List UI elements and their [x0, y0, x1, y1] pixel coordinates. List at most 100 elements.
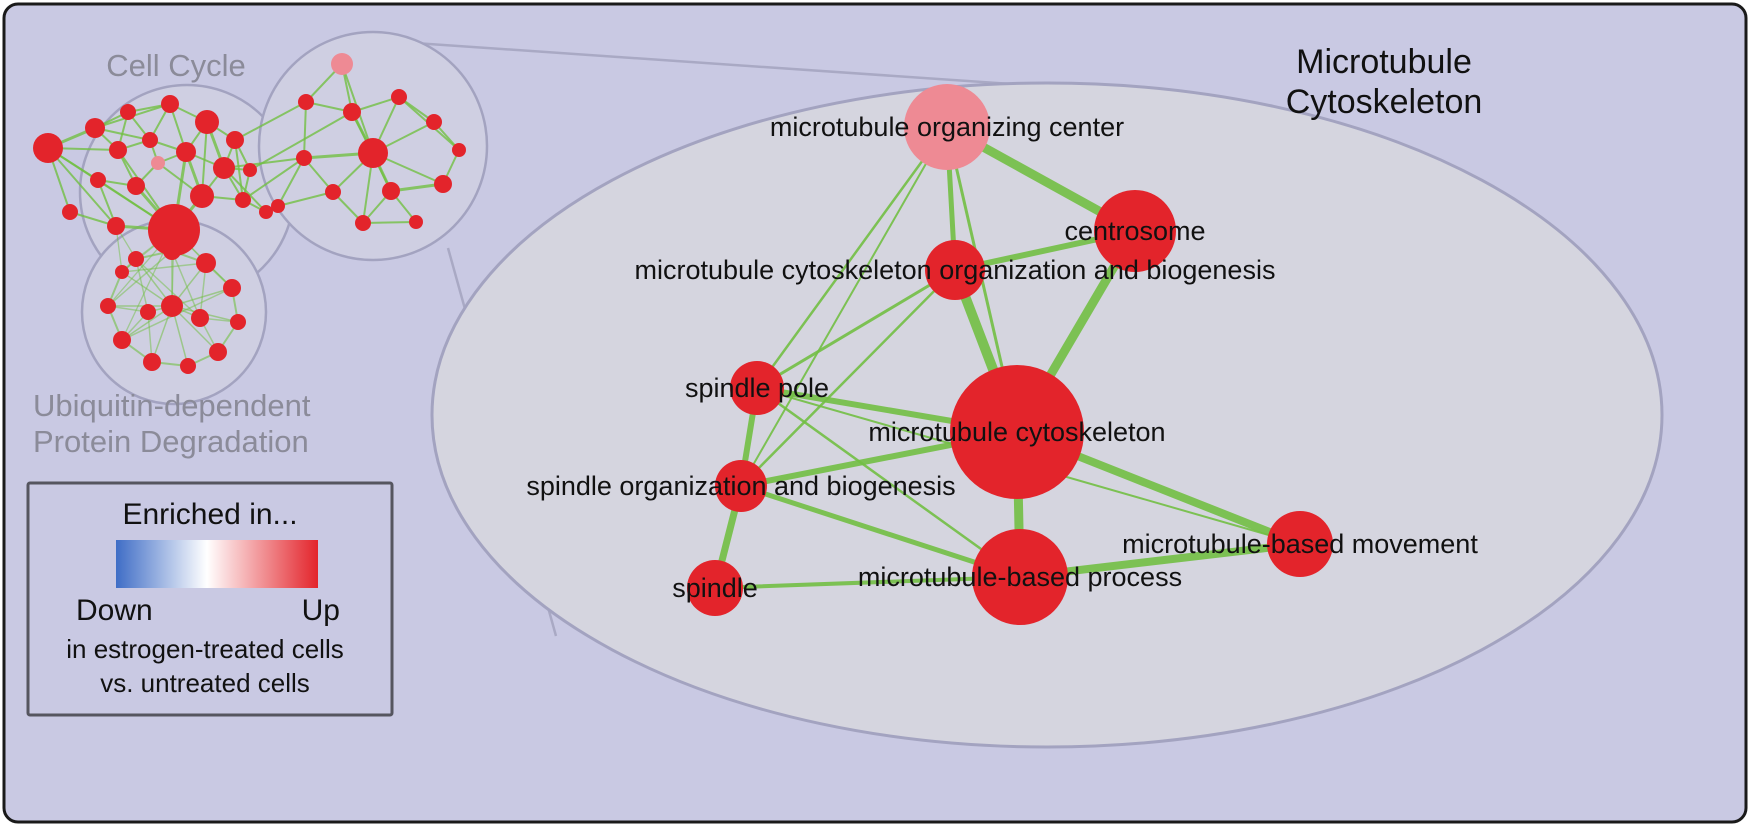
network-node	[113, 331, 131, 349]
main-network-labels: microtubule organizing center centrosome m…	[526, 112, 1478, 603]
network-node	[148, 204, 200, 256]
network-node	[391, 89, 407, 105]
network-node	[296, 150, 312, 166]
network-node	[100, 298, 116, 314]
network-node	[331, 53, 353, 75]
network-edge	[713, 575, 1022, 590]
network-node	[223, 279, 241, 297]
network-node	[195, 110, 219, 134]
network-node	[142, 132, 158, 148]
network-edge	[135, 258, 149, 313]
network-node	[259, 205, 273, 219]
network-node	[355, 215, 371, 231]
network-node	[904, 84, 990, 170]
network-node	[151, 156, 165, 170]
network-node	[434, 175, 452, 193]
network-node	[176, 142, 196, 162]
network-node	[409, 215, 423, 229]
network-edge	[303, 101, 307, 159]
network-node-label: centrosome	[1064, 216, 1205, 246]
network-node	[191, 309, 209, 327]
network-node	[972, 529, 1068, 625]
network-edge	[277, 191, 334, 207]
network-node	[230, 314, 246, 330]
network-node	[33, 133, 63, 163]
network-edge	[277, 157, 305, 207]
network-node-label: microtubule cytoskeleton	[868, 417, 1165, 447]
network-node-label: spindle	[672, 573, 758, 603]
network-edge	[121, 262, 207, 273]
network-node	[128, 251, 144, 267]
network-node	[1094, 190, 1176, 272]
network-edge	[362, 221, 417, 224]
network-node	[730, 361, 784, 415]
main-network-nodes	[687, 84, 1333, 625]
legend-up-label: Up	[302, 594, 340, 627]
network-node	[925, 240, 985, 300]
network-node	[115, 265, 129, 279]
network-node	[271, 199, 285, 213]
network-node-label: spindle pole	[685, 373, 829, 403]
network-node	[325, 184, 341, 200]
network-node	[343, 103, 361, 121]
network-node	[161, 95, 179, 113]
network-node	[426, 114, 442, 130]
network-node	[120, 104, 136, 120]
network-node	[235, 192, 251, 208]
network-node	[1267, 511, 1333, 577]
network-edge	[234, 101, 307, 141]
network-node	[140, 304, 156, 320]
ubiquitin-label-line2: Protein Degradation	[33, 424, 309, 459]
network-node	[180, 358, 196, 374]
network-edge	[47, 147, 117, 227]
network-node	[161, 295, 183, 317]
network-node	[452, 143, 466, 157]
network-node-label: spindle organization and biogenesis	[526, 471, 955, 501]
network-node	[127, 177, 145, 195]
network-edge	[242, 157, 305, 201]
network-node	[196, 253, 216, 273]
network-node	[382, 182, 400, 200]
legend-caption-line2: vs. untreated cells	[100, 668, 310, 698]
legend-title: Enriched in...	[122, 498, 297, 531]
legend-gradient-bar	[116, 540, 318, 588]
ubiquitin-label-line1: Ubiquitin-dependent	[33, 388, 311, 423]
legend: Enriched in... Down Up in estrogen-treat…	[26, 481, 394, 717]
network-node	[950, 365, 1084, 499]
network-edge	[740, 126, 948, 487]
network-node	[243, 163, 257, 177]
network-node-label: microtubule-based movement	[1122, 529, 1478, 559]
network-edge	[755, 125, 949, 390]
network-edge	[171, 250, 201, 319]
network-edge	[755, 386, 1022, 579]
legend-box	[26, 481, 394, 717]
network-node-label: microtubule-based process	[858, 562, 1182, 592]
network-edge	[107, 250, 173, 307]
network-node	[85, 118, 105, 138]
network-node	[163, 242, 181, 260]
network-node	[358, 138, 388, 168]
network-node-label: microtubule organizing center	[770, 112, 1124, 142]
network-node	[190, 184, 214, 208]
network-node	[209, 343, 227, 361]
network-edge	[249, 111, 353, 171]
network-edge	[755, 268, 957, 390]
cell-cycle-label: Cell Cycle	[106, 48, 246, 83]
microtubule-cytoskeleton-title-line1: Microtubule	[1296, 43, 1472, 81]
network-node	[213, 157, 235, 179]
legend-down-label: Down	[76, 594, 153, 627]
network-node	[90, 172, 106, 188]
microtubule-cytoskeleton-title-line2: Cytoskeleton	[1286, 83, 1483, 121]
network-node-label: microtubule cytoskeleton organization an…	[635, 255, 1276, 285]
legend-caption-line1: in estrogen-treated cells	[66, 634, 343, 664]
network-node	[62, 204, 78, 220]
network-node	[298, 94, 314, 110]
network-node	[226, 131, 244, 149]
overview-network-nodes	[33, 53, 466, 374]
network-node	[109, 141, 127, 159]
network-node	[687, 560, 743, 616]
network-node	[715, 460, 767, 512]
callout-line-top	[399, 40, 1041, 88]
